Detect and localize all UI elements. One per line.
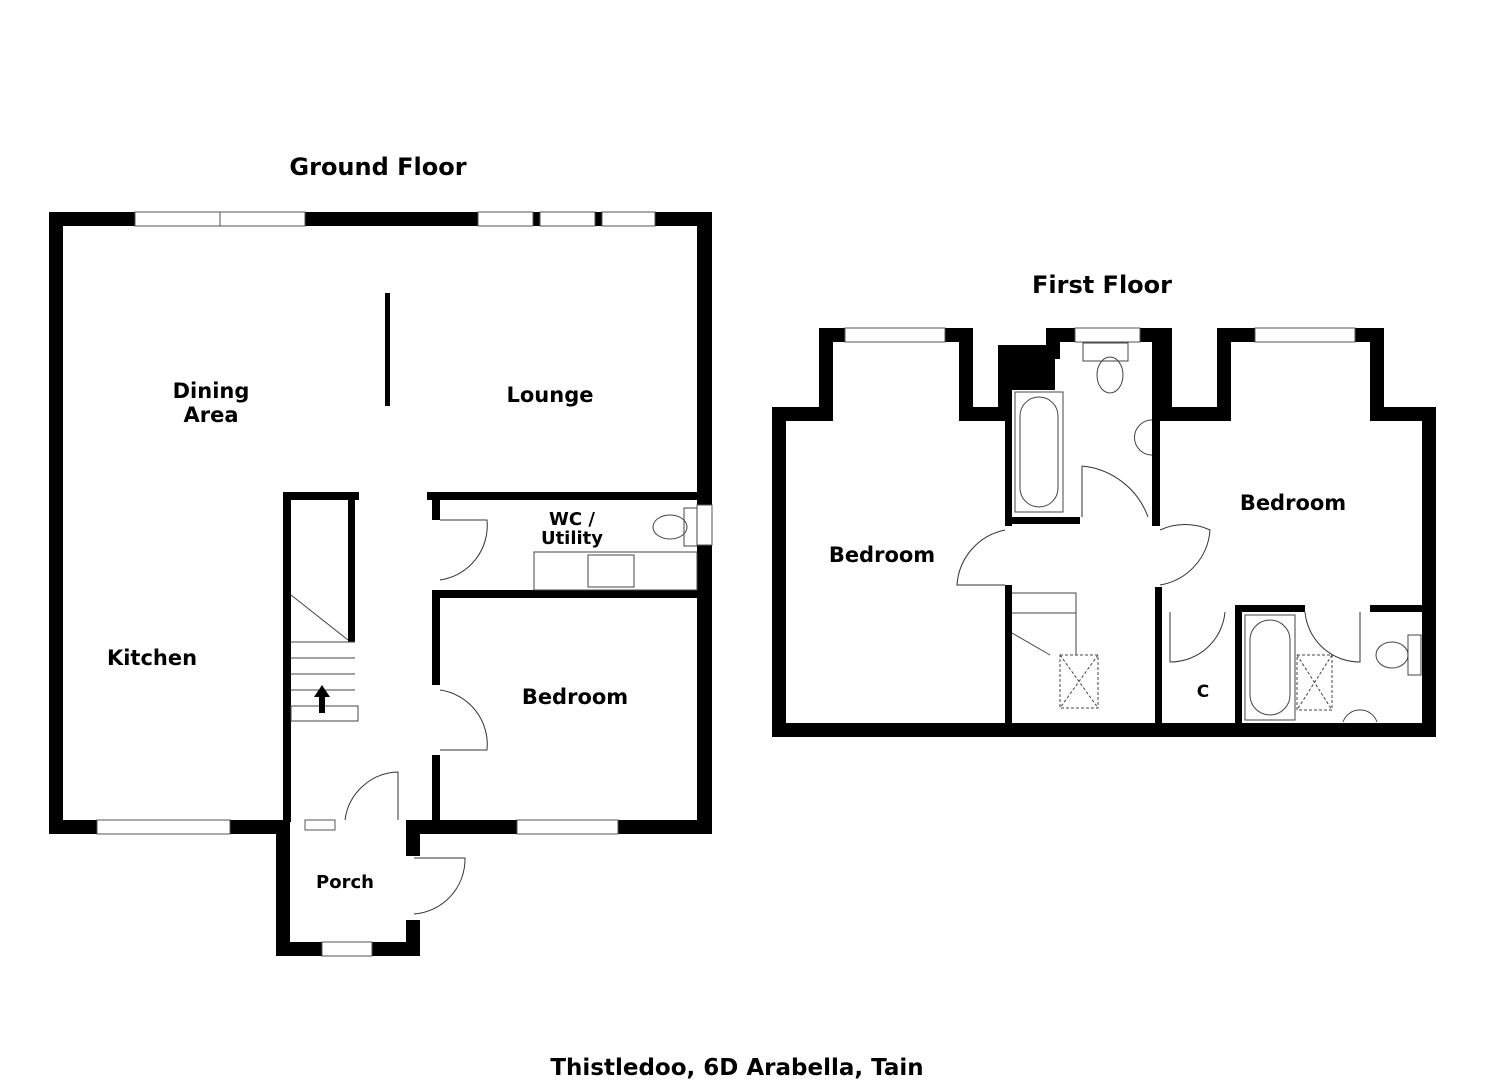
room-label-bedroom: Bedroom xyxy=(522,685,628,709)
ground-floor-title: Ground Floor xyxy=(289,153,466,181)
room-label-cupboard: C xyxy=(1197,682,1209,702)
stairs-up-arrow-icon xyxy=(314,685,330,713)
room-label-dining: Area xyxy=(183,403,238,427)
room-label-bedroom-left: Bedroom xyxy=(829,543,935,567)
room-label-wc: WC / xyxy=(549,509,595,530)
wc-fixtures xyxy=(533,507,698,591)
room-label-porch: Porch xyxy=(316,872,374,893)
window xyxy=(844,327,1356,343)
first-floor-plan: First Floor xyxy=(772,271,1436,737)
door[interactable] xyxy=(344,519,488,915)
room-label-dining: Dining xyxy=(173,379,250,403)
property-address: Thistledoo, 6D Arabella, Tain xyxy=(550,1055,923,1080)
room-label-bedroom-right: Bedroom xyxy=(1240,491,1346,515)
room-label-kitchen: Kitchen xyxy=(107,646,197,670)
room-label-lounge: Lounge xyxy=(507,383,594,407)
room-label-utility: Utility xyxy=(541,528,603,549)
window xyxy=(96,211,713,957)
ground-floor-plan: Ground Floor xyxy=(49,153,713,957)
first-floor-title: First Floor xyxy=(1032,271,1172,299)
door[interactable] xyxy=(956,465,1361,663)
bathroom-fixtures xyxy=(1011,342,1422,723)
